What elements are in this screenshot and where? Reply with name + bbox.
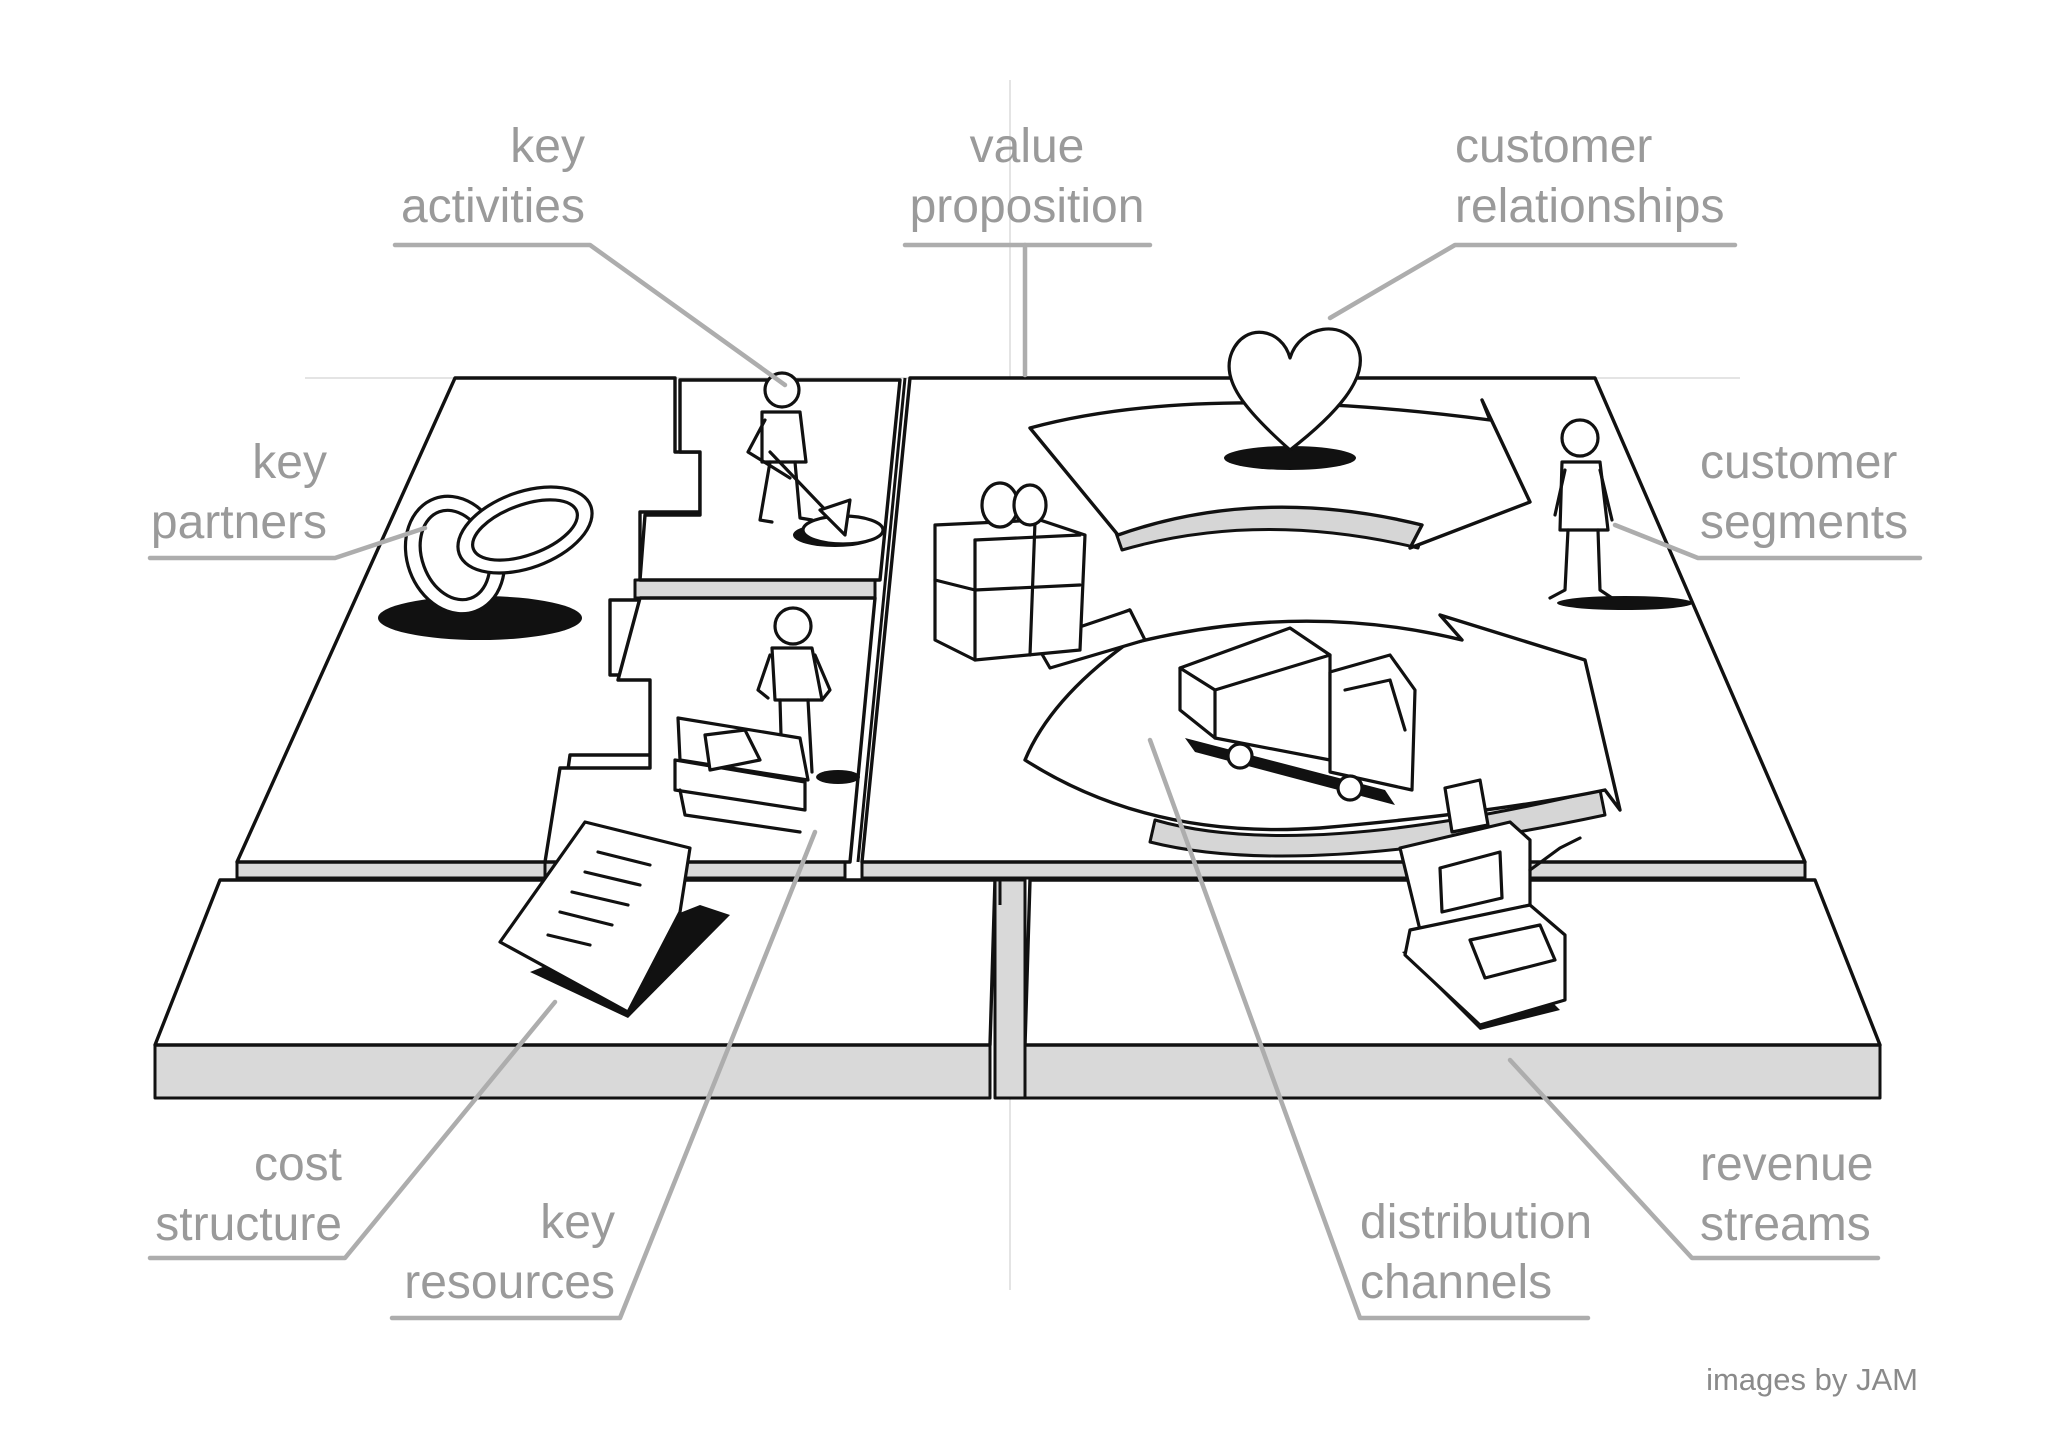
invoice-paper-icon — [498, 820, 730, 1018]
leader-key-activities — [392, 242, 788, 388]
label-key-activities-line2: activities — [401, 180, 585, 233]
leader-lines — [147, 242, 1923, 1321]
customer-relationships-arrow — [1028, 398, 1532, 552]
label-distribution-channels-line1: distribution — [1360, 1196, 1592, 1249]
labels: key activities value proposition custome… — [151, 120, 1918, 1397]
leader-key-resources — [389, 829, 818, 1321]
label-cost-structure-line2: structure — [155, 1198, 342, 1251]
label-revenue-streams-line2: streams — [1700, 1198, 1871, 1251]
delivery-truck-icon — [1178, 626, 1417, 805]
leader-cost-structure — [147, 999, 558, 1261]
label-distribution-channels-line2: channels — [1360, 1256, 1552, 1309]
label-key-resources-line2: resources — [404, 1256, 615, 1309]
label-cost-structure-line1: cost — [254, 1138, 342, 1191]
label-key-activities-line1: key — [510, 120, 585, 173]
label-customer-relationships-line2: relationships — [1455, 180, 1724, 233]
label-value-proposition-line2: proposition — [910, 180, 1145, 233]
leader-distribution-channels — [1147, 737, 1591, 1321]
cash-register-icon — [1398, 778, 1582, 1030]
label-key-partners-line1: key — [252, 436, 327, 489]
label-revenue-streams-line1: revenue — [1700, 1138, 1873, 1191]
leader-revenue-streams — [1507, 1057, 1881, 1261]
label-key-resources-line1: key — [540, 1196, 615, 1249]
canvas-board — [153, 376, 1882, 1100]
standing-person-icon — [1548, 418, 1693, 610]
label-customer-relationships-line1: customer — [1455, 120, 1652, 173]
label-customer-segments-line2: segments — [1700, 496, 1908, 549]
label-customer-segments-line1: customer — [1700, 436, 1897, 489]
gift-box-icon — [933, 481, 1147, 670]
label-key-partners-line2: partners — [151, 496, 327, 549]
leader-customer-relationships — [1327, 242, 1738, 321]
heart-icon — [1224, 327, 1362, 470]
image-credit: images by JAM — [1706, 1362, 1918, 1397]
leader-key-partners — [147, 525, 428, 561]
leader-customer-segments — [1612, 522, 1923, 561]
label-value-proposition-line1: value — [970, 120, 1085, 173]
interlocked-rings-icon — [378, 485, 594, 640]
digging-person-icon — [746, 371, 885, 547]
person-with-machine-icon — [673, 606, 860, 834]
center-stem — [993, 878, 1027, 1100]
